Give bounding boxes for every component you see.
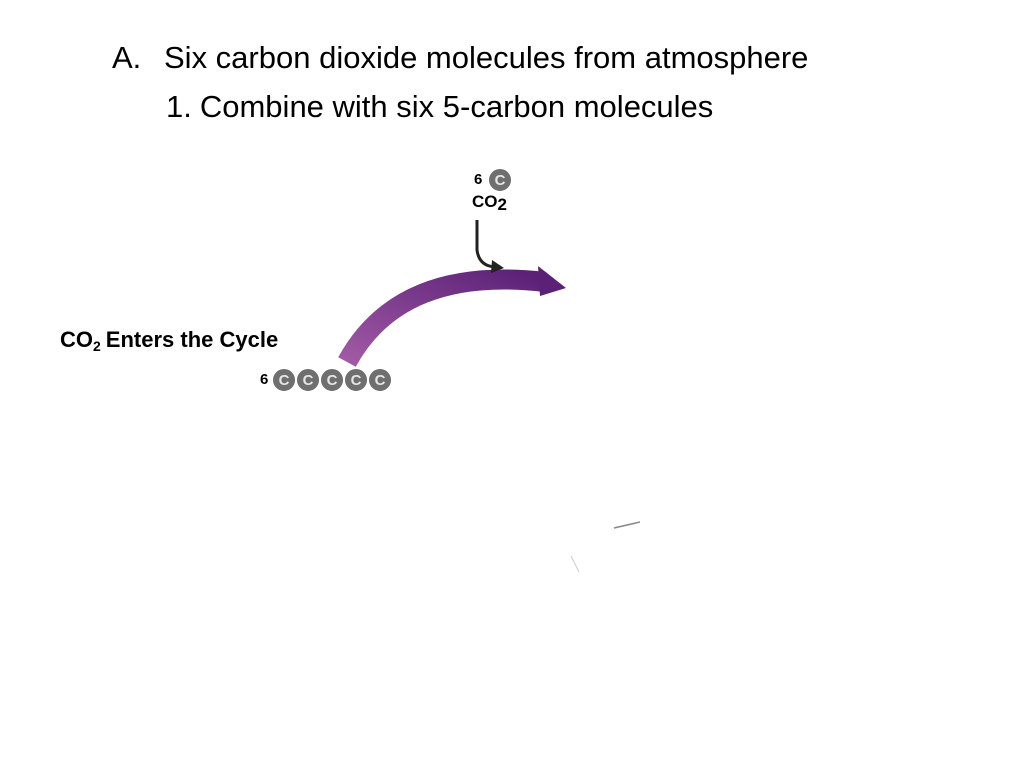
stray-mark — [570, 555, 580, 573]
heading-a-marker: A. — [112, 40, 142, 75]
carbon-atom-icon: C — [296, 368, 320, 392]
carbon-atom-icon: C — [368, 368, 392, 392]
carbon-atom-icon: C — [344, 368, 368, 392]
stray-mark — [613, 521, 641, 529]
stage-label-rest: Enters the Cycle — [105, 327, 279, 352]
cycle-arrow — [338, 269, 547, 367]
stage-label-sub: 2 — [93, 338, 101, 354]
heading-a-text: Six carbon dioxide molecules from atmosp… — [164, 40, 809, 75]
stage-label-co: CO — [60, 327, 93, 352]
carbon-atom-icon: C — [488, 168, 512, 192]
co2-formula: CO2 — [472, 192, 507, 214]
co2-count: 6 — [474, 171, 483, 188]
cycle-arrow-head — [538, 266, 566, 296]
rubp-count: 6 — [260, 371, 269, 388]
co2-input-arrow-head — [491, 260, 504, 273]
heading-1-marker: 1. — [166, 89, 192, 124]
carbon-atom-icon: C — [320, 368, 344, 392]
heading-a: A. Six carbon dioxide molecules from atmo… — [112, 40, 808, 76]
co2-formula-sub: 2 — [497, 195, 507, 214]
co2-input-arrow — [475, 220, 496, 269]
heading-1-text: Combine with six 5-carbon molecules — [199, 89, 714, 124]
heading-1: 1.Combine with six 5-carbon molecules — [166, 89, 713, 125]
carbon-atom-icon: C — [272, 368, 296, 392]
co2-formula-main: CO — [472, 192, 498, 211]
